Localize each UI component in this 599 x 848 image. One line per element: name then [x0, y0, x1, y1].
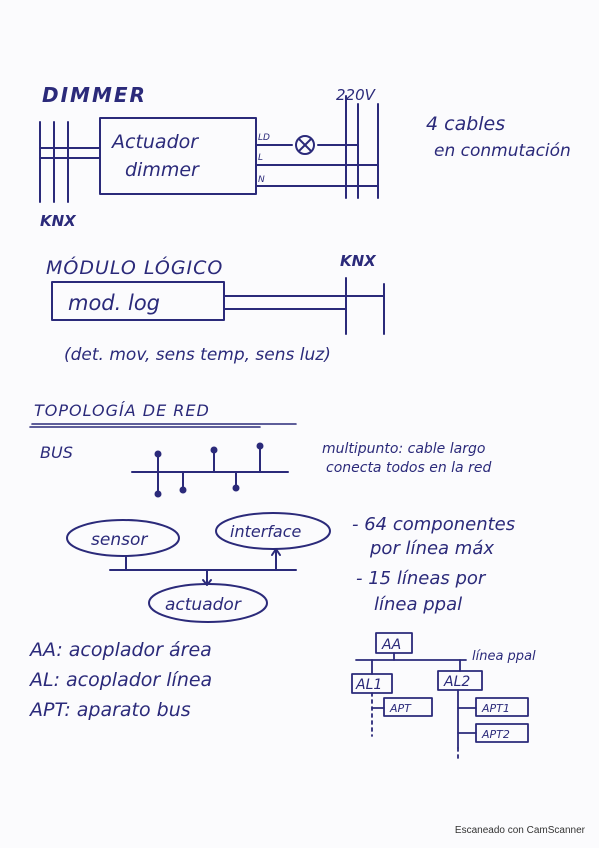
hierarchy-diagram	[351, 632, 529, 761]
definition-al: AL: acoplador línea	[28, 669, 212, 691]
topology-title: TOPOLOGÍA DE RED	[34, 401, 210, 420]
actuator-node-label: actuador	[165, 595, 242, 615]
sensor-label: sensor	[91, 530, 148, 550]
definition-apt: APT: aparato bus	[28, 699, 191, 721]
interface-label: interface	[230, 522, 302, 541]
logic-module-title: MÓDULO LÓGICO	[46, 255, 223, 279]
hierarchy-aa-label: AA	[381, 637, 401, 653]
hierarchy-apt2-label: APT2	[481, 728, 510, 741]
bus-nodes	[154, 442, 264, 498]
actuator-label-line2: dimmer	[125, 159, 200, 181]
network-diagram	[66, 512, 331, 623]
logic-module-box-label: mod. log	[68, 291, 160, 315]
knx-bus-lines	[39, 121, 101, 203]
cables-note-line1: 4 cables	[426, 113, 505, 135]
cables-note-line2: en conmutación	[434, 141, 571, 161]
logic-module-caption: (det. mov, sens temp, sens luz)	[64, 345, 331, 365]
knx-label-logic: KNX	[340, 252, 377, 270]
logic-module-bus	[223, 277, 385, 335]
limit-lines-line1: - 15 líneas por	[356, 568, 487, 589]
knx-label-dimmer: KNX	[40, 212, 77, 230]
lamp-icon	[295, 135, 315, 155]
actuator-dimmer-box	[99, 117, 257, 195]
output-ld-label: LD	[258, 133, 270, 143]
dimmer-title: DIMMER	[42, 83, 147, 107]
hierarchy-al2-label: AL2	[443, 674, 470, 690]
hierarchy-apt-label: APT	[389, 702, 412, 715]
actuator-label-line1: Actuador	[110, 131, 199, 153]
voltage-label: 220V	[336, 86, 377, 104]
topology-title-underline	[29, 423, 297, 428]
definition-aa: AA: acoplador área	[28, 639, 212, 661]
bus-label: BUS	[40, 443, 73, 462]
dimmer-wiring	[255, 95, 379, 199]
bus-diagram	[131, 447, 289, 493]
output-n-label: N	[258, 175, 265, 185]
limit-components-line2: por línea máx	[369, 538, 494, 559]
multipoint-note-line2: conecta todos en la red	[326, 460, 491, 476]
multipoint-note-line1: multipunto: cable largo	[322, 441, 485, 457]
logic-module-box	[51, 281, 225, 321]
hierarchy-apt1-label: APT1	[481, 702, 510, 715]
scanner-watermark: Escaneado con CamScanner	[454, 825, 585, 836]
hierarchy-main-line-label: línea ppal	[472, 649, 536, 664]
limit-lines-line2: línea ppal	[374, 594, 462, 615]
output-l-label: L	[258, 153, 263, 163]
limit-components-line1: - 64 componentes	[352, 514, 515, 535]
hierarchy-al1-label: AL1	[355, 677, 382, 693]
